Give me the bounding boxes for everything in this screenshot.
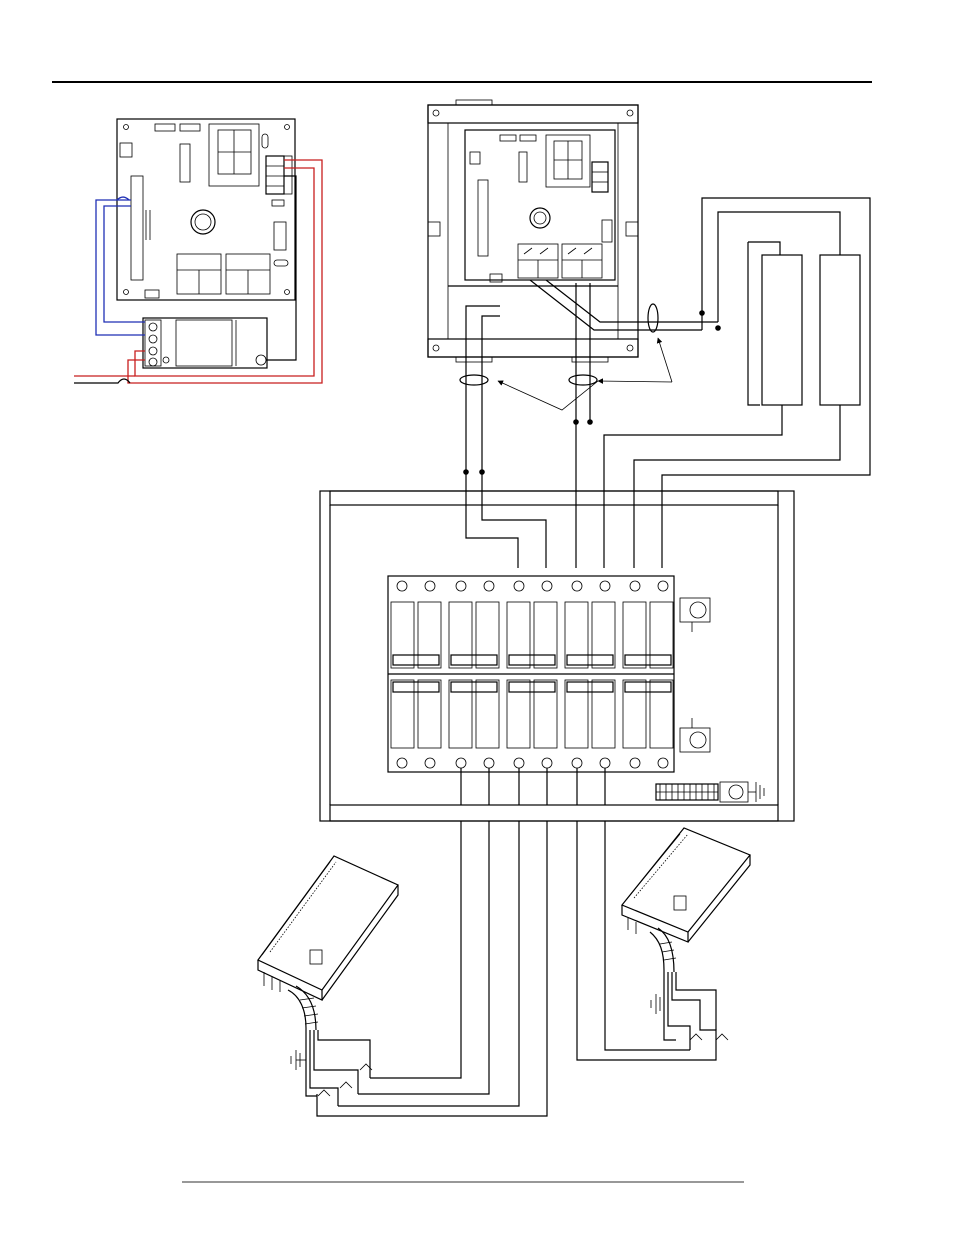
detail-black-wires bbox=[74, 176, 296, 383]
cabinet-device-wires bbox=[460, 198, 870, 568]
transformer bbox=[143, 318, 267, 368]
field-devices bbox=[762, 255, 860, 405]
panel-lugs bbox=[680, 598, 710, 752]
right-power-unit bbox=[622, 828, 750, 1050]
left-power-unit bbox=[258, 856, 398, 1106]
blue-wires bbox=[96, 197, 145, 335]
red-wires bbox=[74, 160, 322, 383]
panel-load-wires bbox=[317, 768, 716, 1116]
ground-bar bbox=[656, 782, 764, 802]
control-board-detail bbox=[117, 119, 295, 300]
control-cabinet bbox=[428, 100, 638, 362]
